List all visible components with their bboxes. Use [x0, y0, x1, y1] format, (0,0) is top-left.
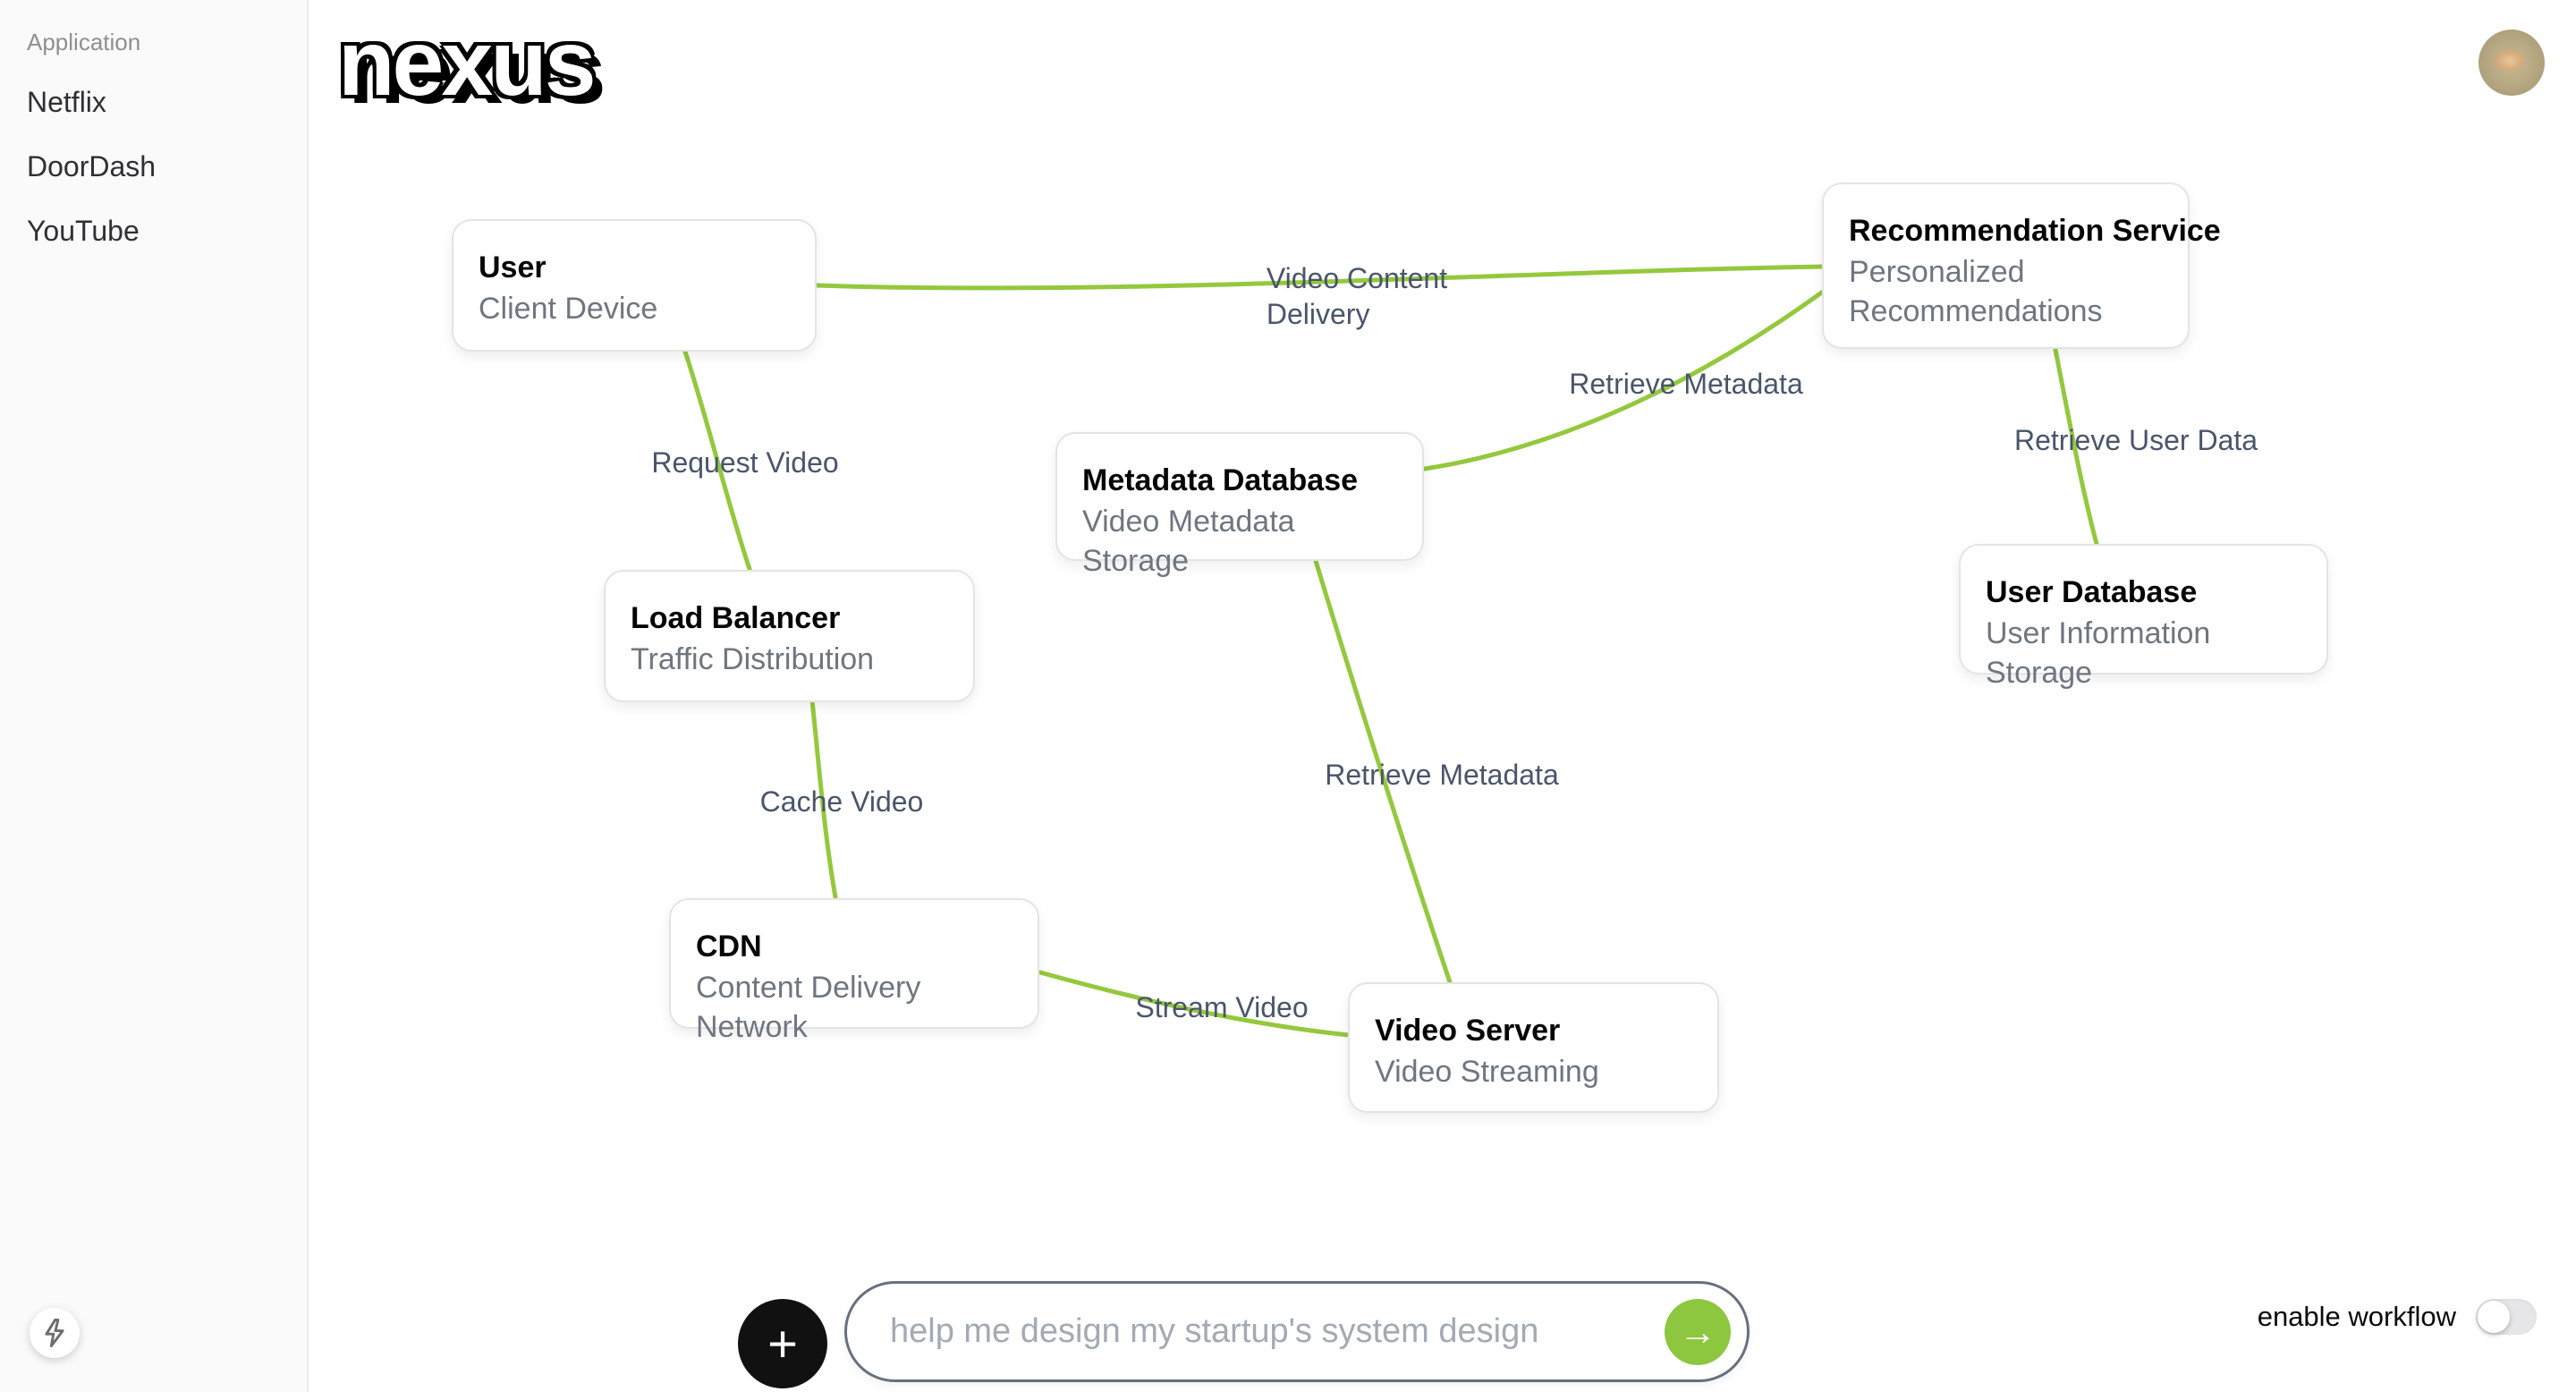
node-title: User: [479, 250, 547, 284]
workflow-toggle[interactable]: [2476, 1299, 2537, 1335]
edge-label-metadata-to-video-server: Retrieve Metadata: [1325, 759, 1559, 791]
node-title: Recommendation Service: [1849, 214, 2221, 248]
sidebar-section-label: Application: [27, 29, 141, 55]
node-title: Metadata Database: [1082, 463, 1359, 497]
node-subtitle: Client Device: [479, 292, 658, 326]
sidebar: Application Netflix DoorDash YouTube: [0, 0, 309, 1392]
send-button[interactable]: →: [1665, 1298, 1731, 1365]
node-title: Load Balancer: [631, 601, 841, 635]
node-title: User Database: [1986, 575, 2198, 609]
quick-actions-button[interactable]: [30, 1308, 80, 1358]
plus-icon: +: [767, 1314, 798, 1373]
lightning-icon: [45, 1318, 64, 1348]
edge-label-cdn-to-video-server: Stream Video: [1135, 991, 1309, 1023]
node-cdn[interactable]: CDN Content Delivery Network: [669, 898, 1039, 1044]
toggle-knob: [2478, 1301, 2510, 1333]
edge-label-user-to-load-balancer: Request Video: [651, 446, 839, 479]
user-avatar[interactable]: [2479, 30, 2545, 96]
node-subtitle: Video Metadata Storage: [1082, 505, 1295, 578]
sidebar-item-doordash[interactable]: DoorDash: [27, 150, 157, 182]
add-node-button[interactable]: +: [738, 1299, 827, 1388]
workflow-label: enable workflow: [2257, 1301, 2456, 1332]
edge-label-metadata-to-recommendation: Retrieve Metadata: [1569, 368, 1803, 400]
node-subtitle: Personalized Recommendations: [1849, 255, 2103, 328]
edge-label-recommendation-to-user-database: Retrieve User Data: [2013, 424, 2258, 456]
sidebar-item-youtube[interactable]: YouTube: [27, 215, 140, 247]
chat-composer: →: [844, 1281, 1750, 1382]
arrow-right-icon: →: [1679, 1310, 1716, 1353]
sidebar-item-netflix[interactable]: Netflix: [27, 86, 106, 118]
node-subtitle: Content Delivery Network: [696, 971, 921, 1044]
node-title: Video Server: [1375, 1014, 1561, 1048]
app-logo[interactable]: nexus: [338, 12, 597, 115]
edge-label-user-to-recommendation: Video Content Delivery: [1266, 262, 1448, 330]
chat-input[interactable]: [847, 1312, 1665, 1351]
node-subtitle: User Information Storage: [1986, 616, 2211, 690]
workflow-control: enable workflow: [2258, 1299, 2537, 1335]
edge-label-load-balancer-to-cdn: Cache Video: [759, 785, 924, 818]
node-title: CDN: [696, 929, 762, 963]
node-subtitle: Video Streaming: [1375, 1055, 1599, 1089]
node-subtitle: Traffic Distribution: [631, 642, 875, 676]
